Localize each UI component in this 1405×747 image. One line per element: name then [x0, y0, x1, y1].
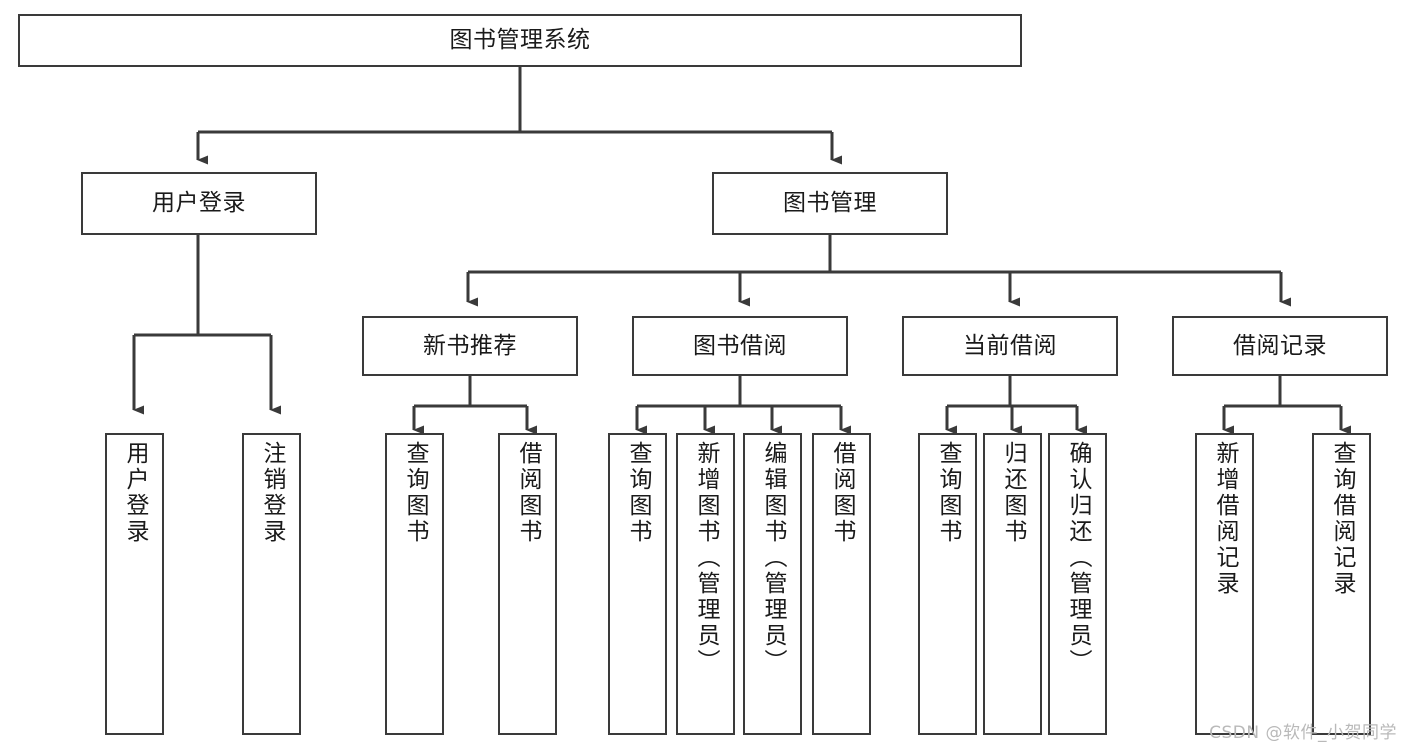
- watermark: CSDN @软件_小贺同学: [1209, 723, 1397, 743]
- leaf-current-return-book[interactable]: 归还图书: [983, 433, 1042, 735]
- node-book-borrow[interactable]: 图书借阅: [632, 316, 848, 376]
- leaf-newbook-borrow-book[interactable]: 借阅图书: [498, 433, 557, 735]
- leaf-current-confirm-return-admin[interactable]: 确认归还（管理员）: [1048, 433, 1107, 735]
- leaf-borrow-edit-book-admin[interactable]: 编辑图书（管理员）: [743, 433, 802, 735]
- node-label: 新书推荐: [423, 332, 517, 359]
- node-label: 查询图书: [402, 441, 428, 545]
- node-label: 新增借阅记录: [1212, 441, 1238, 597]
- node-label: 借阅图书: [829, 441, 855, 545]
- node-label: 图书管理系统: [449, 27, 591, 54]
- node-label: 借阅图书: [515, 441, 541, 545]
- node-label: 用户登录: [152, 190, 246, 217]
- node-label: 编辑图书（管理员）: [760, 441, 786, 675]
- leaf-borrow-query-book[interactable]: 查询图书: [608, 433, 667, 735]
- node-label: 图书借阅: [693, 332, 787, 359]
- node-label: 借阅记录: [1233, 332, 1327, 359]
- leaf-records-add-record[interactable]: 新增借阅记录: [1195, 433, 1254, 735]
- node-label: 查询图书: [625, 441, 651, 545]
- node-label: 用户登录: [122, 441, 148, 545]
- leaf-user-logout[interactable]: 注销登录: [242, 433, 301, 735]
- node-book-management[interactable]: 图书管理: [712, 172, 948, 235]
- node-label: 查询借阅记录: [1329, 441, 1355, 597]
- node-label: 图书管理: [783, 190, 877, 217]
- leaf-borrow-borrow-book[interactable]: 借阅图书: [812, 433, 871, 735]
- node-label: 确认归还（管理员）: [1065, 441, 1091, 675]
- node-root-system[interactable]: 图书管理系统: [18, 14, 1022, 67]
- leaf-borrow-add-book-admin[interactable]: 新增图书（管理员）: [676, 433, 735, 735]
- node-user-login[interactable]: 用户登录: [81, 172, 317, 235]
- leaf-newbook-query-book[interactable]: 查询图书: [385, 433, 444, 735]
- leaf-user-login[interactable]: 用户登录: [105, 433, 164, 735]
- node-new-book-recommend[interactable]: 新书推荐: [362, 316, 578, 376]
- node-current-borrow[interactable]: 当前借阅: [902, 316, 1118, 376]
- node-label: 查询图书: [935, 441, 961, 545]
- node-label: 新增图书（管理员）: [693, 441, 719, 675]
- node-label: 当前借阅: [963, 332, 1057, 359]
- leaf-current-query-book[interactable]: 查询图书: [918, 433, 977, 735]
- node-label: 注销登录: [259, 441, 285, 545]
- node-label: 归还图书: [1000, 441, 1026, 545]
- leaf-records-query-record[interactable]: 查询借阅记录: [1312, 433, 1371, 735]
- node-borrow-records[interactable]: 借阅记录: [1172, 316, 1388, 376]
